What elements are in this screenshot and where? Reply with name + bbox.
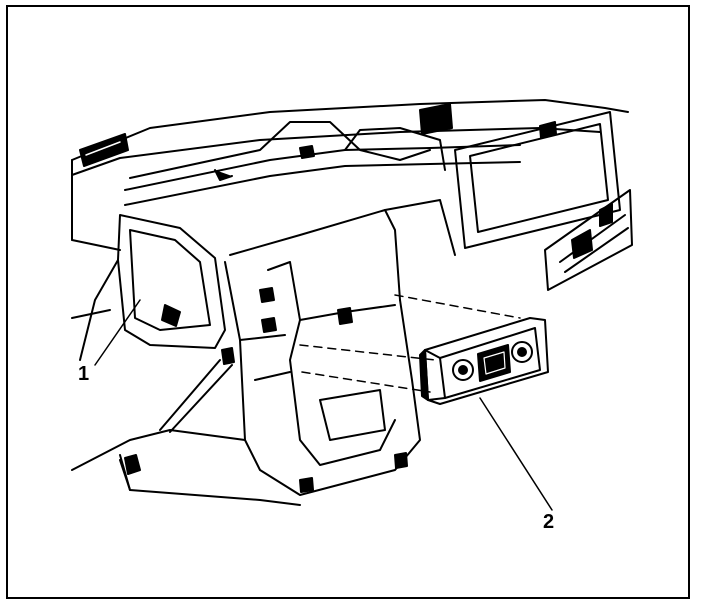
left-air-vent xyxy=(79,133,129,167)
leader-line-2 xyxy=(479,397,553,511)
callout-1: 1 xyxy=(78,363,90,385)
leader-line-1 xyxy=(94,299,141,366)
cross-car-beam xyxy=(124,121,521,206)
center-support-frame xyxy=(221,199,456,496)
right-support-bracket xyxy=(544,189,633,291)
left-mounting-bracket xyxy=(71,214,226,361)
callout-leader-lines xyxy=(94,299,553,511)
installation-guide-lines xyxy=(299,294,521,393)
cluster-opening xyxy=(419,103,621,249)
lower-frame xyxy=(71,359,301,506)
radio-control-unit xyxy=(419,317,549,405)
callout-2: 2 xyxy=(543,511,555,533)
